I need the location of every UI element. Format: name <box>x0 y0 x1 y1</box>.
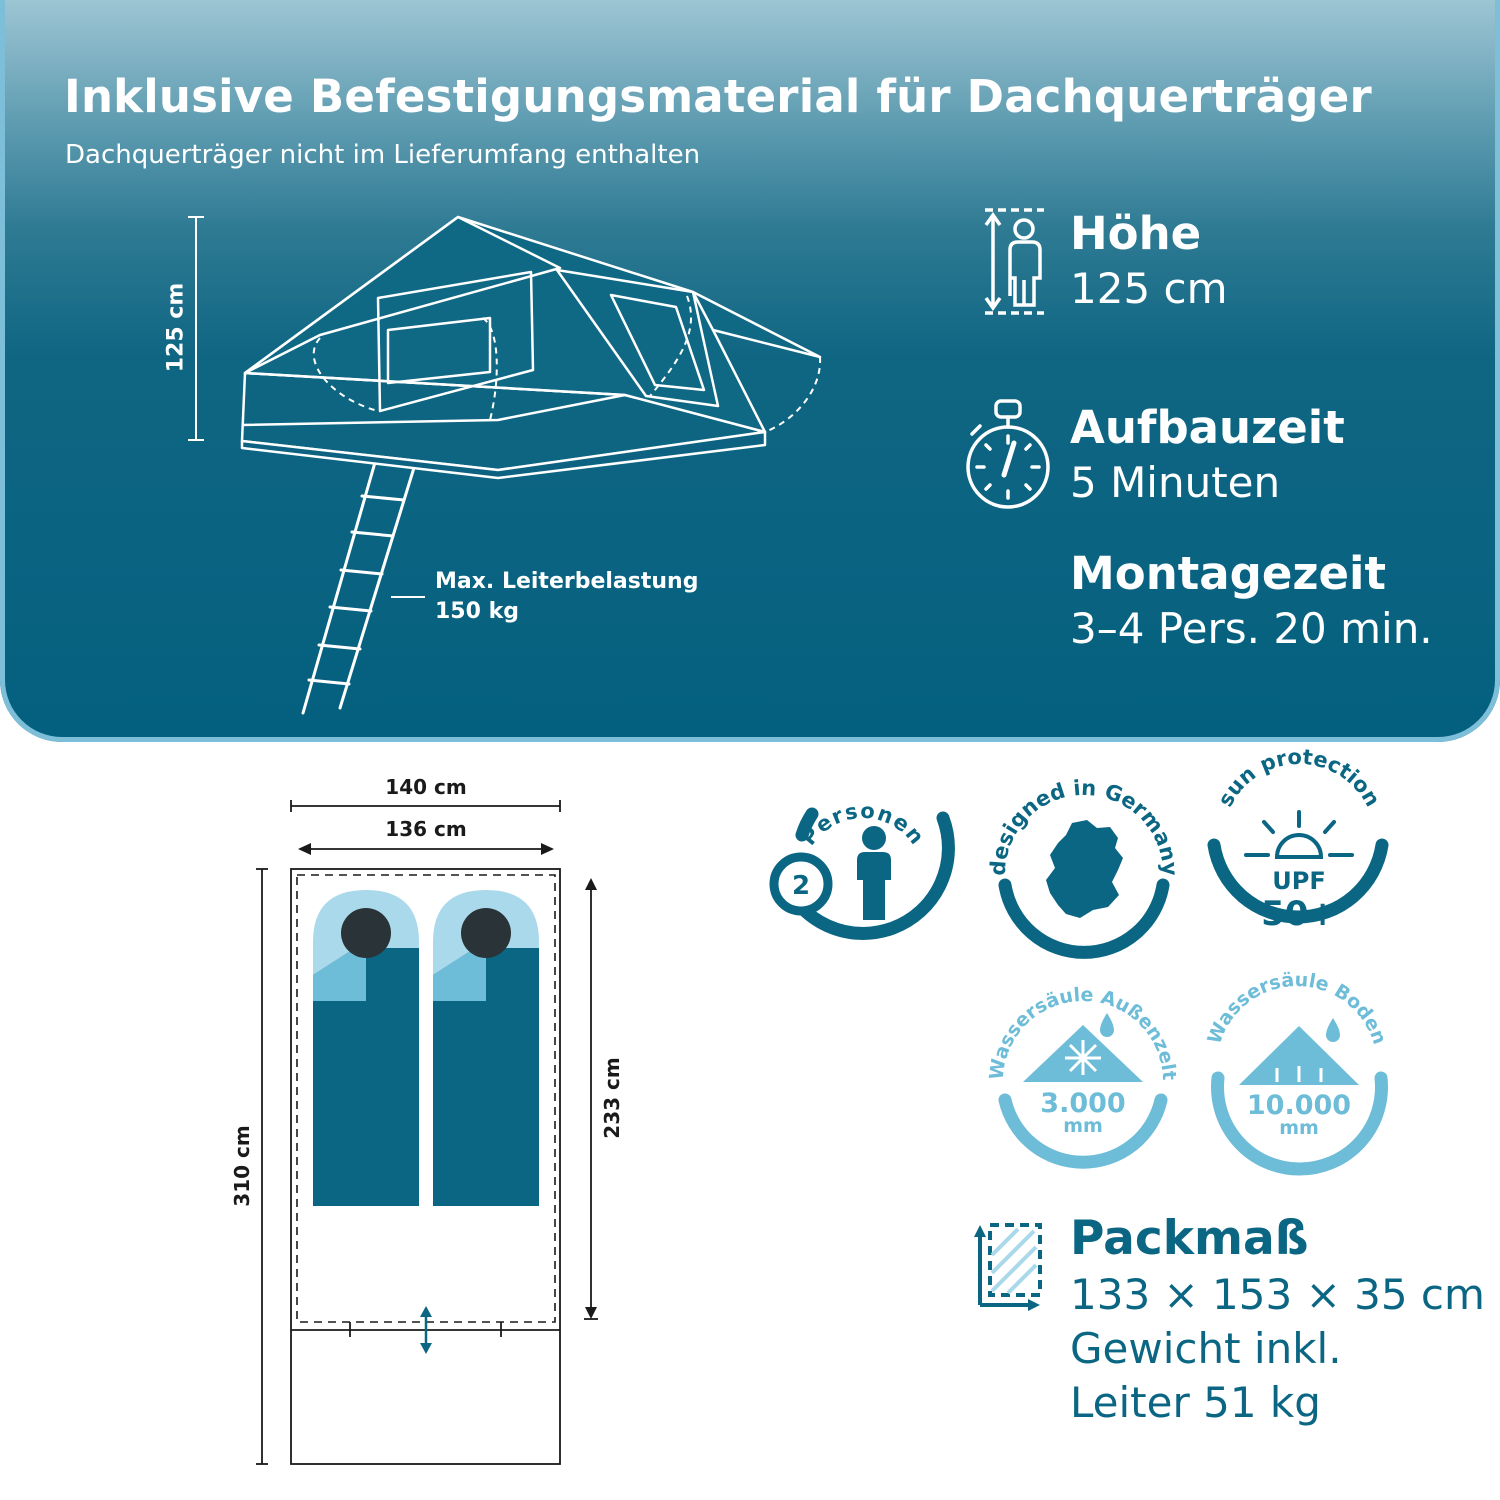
rooftop-tent-illustration <box>188 208 1050 715</box>
floorplan-diagram <box>256 800 598 1465</box>
ladder-load-label: Max. Leiterbelastung 150 kg <box>435 567 698 627</box>
spec-mount-time-key: Montagezeit <box>1070 547 1386 600</box>
sun-icon <box>1244 810 1354 859</box>
pack-weight-line1: Gewicht inkl. <box>1070 1324 1342 1373</box>
spec-setup-time-value: 5 Minuten <box>1070 458 1281 507</box>
spec-height-key: Höhe <box>1070 207 1202 260</box>
outer-width-label: 140 cm <box>385 775 467 799</box>
total-length-label: 310 cm <box>230 1125 254 1207</box>
person-icon <box>857 826 891 920</box>
page-title: Inklusive Befestigungsmaterial für Dachq… <box>64 70 1372 123</box>
water-outer-value: 3.000 <box>1040 1088 1125 1119</box>
germany-map-icon <box>1046 820 1123 918</box>
pack-weight-line2: Leiter 51 kg <box>1070 1378 1321 1427</box>
upf-label: UPF <box>1272 867 1325 895</box>
spec-mount-time-value: 3–4 Pers. 20 min. <box>1070 604 1433 653</box>
badge-sun-protection: UPF 50+ sun protection <box>1207 745 1389 934</box>
tent-dashed-outlines <box>312 295 822 433</box>
pack-size-icon <box>974 1223 1042 1311</box>
floor-rain-icon <box>1239 1018 1359 1085</box>
spec-height-value: 125 cm <box>1070 264 1228 313</box>
tent-body <box>240 215 822 480</box>
inner-length-label: 233 cm <box>600 1057 624 1139</box>
ladder-load-line2: 150 kg <box>435 599 519 624</box>
persons-count: 2 <box>792 871 810 901</box>
ladder <box>301 450 419 715</box>
page-subtitle: Dachquerträger nicht im Lieferumfang ent… <box>65 140 701 170</box>
badge-germany: designed in Germany <box>986 776 1182 959</box>
svg-text:sun protection: sun protection <box>1213 745 1385 811</box>
extension-arrow <box>420 1306 432 1354</box>
floor-outline <box>290 868 561 1465</box>
badge-persons: 2 Personen <box>769 799 955 940</box>
water-outer-unit: mm <box>1063 1115 1103 1137</box>
pack-size-dimensions: 133 × 153 × 35 cm <box>1070 1270 1485 1319</box>
pack-size-title: Packmaß <box>1070 1211 1309 1266</box>
spec-setup-time: Aufbauzeit 5 Minuten <box>1070 400 1345 510</box>
spec-height: Höhe 125 cm <box>1070 206 1228 316</box>
pack-size-block: Packmaß 133 × 153 × 35 cm Gewicht inkl. … <box>1070 1210 1485 1430</box>
height-dimension-line <box>188 216 204 441</box>
badge-water-floor: 10.000 mm Wassersäule Boden <box>1203 969 1391 1176</box>
sun-arc-label: sun protection <box>1213 745 1385 811</box>
sleeping-bag-left <box>313 890 419 1206</box>
badge-water-outer-tent: 3.000 mm Wassersäule Außenzelt <box>986 984 1180 1169</box>
tent-height-label: 125 cm <box>163 282 189 373</box>
spec-setup-time-key: Aufbauzeit <box>1070 401 1345 454</box>
stopwatch-icon <box>966 399 1050 509</box>
water-floor-unit: mm <box>1279 1117 1319 1139</box>
spec-mount-time: Montagezeit 3–4 Pers. 20 min. <box>1070 546 1433 656</box>
feature-badges: 2 Personen designed in Germany UPF 50+ s… <box>769 745 1391 1176</box>
hero-banner: Inklusive Befestigungsmaterial für Dachq… <box>0 0 1500 742</box>
inner-width-label: 136 cm <box>385 817 467 841</box>
ladder-load-line1: Max. Leiterbelastung <box>435 569 699 594</box>
upf-value: 50+ <box>1261 894 1337 934</box>
sleeping-bag-right <box>433 890 539 1206</box>
height-person-icon <box>984 208 1044 315</box>
water-floor-value: 10.000 <box>1247 1090 1351 1121</box>
